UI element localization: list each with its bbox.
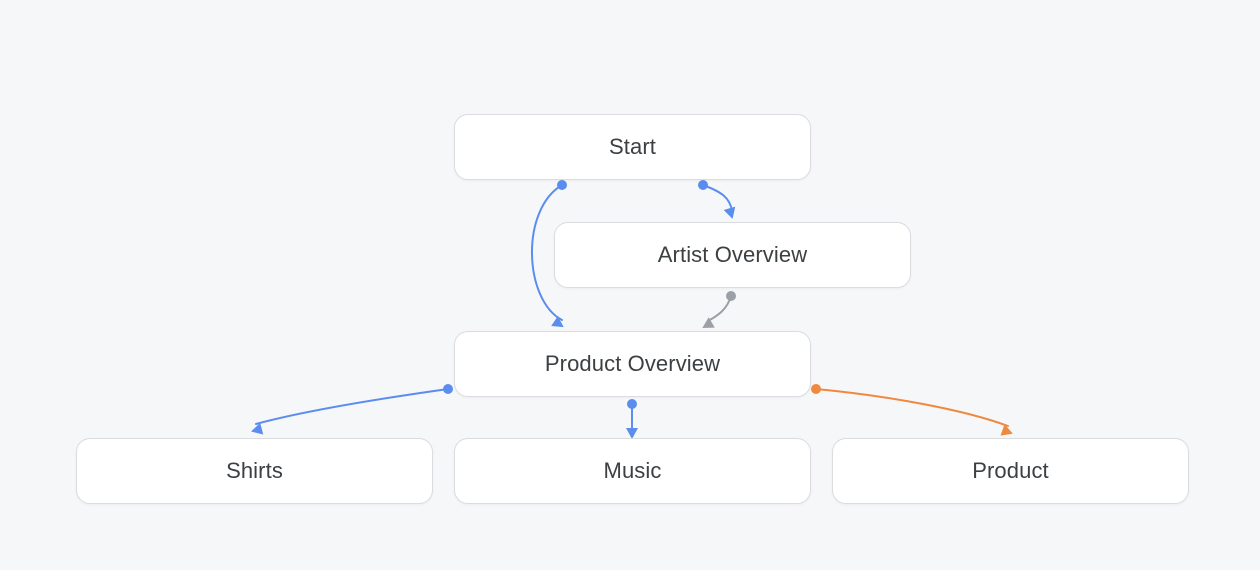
- edge-path-artist-overview-to-product-overview: [707, 295, 732, 322]
- edge-arrowhead-product-overview-to-shirts: [251, 422, 264, 435]
- edge-source-dot-product-overview-to-music[interactable]: [627, 399, 637, 409]
- node-product-label: Product: [972, 458, 1049, 483]
- edge-source-dot-start-to-product-overview[interactable]: [557, 180, 567, 190]
- node-artist-overview[interactable]: Artist Overview: [554, 222, 911, 288]
- edge-path-start-to-artist-overview: [702, 184, 733, 212]
- node-product[interactable]: Product: [832, 438, 1189, 504]
- node-music-label: Music: [603, 458, 662, 483]
- node-start[interactable]: Start: [454, 114, 811, 180]
- edge-source-dot-artist-overview-to-product-overview[interactable]: [726, 291, 736, 301]
- node-product-overview-label: Product Overview: [544, 351, 721, 376]
- node-product-overview[interactable]: Product Overview: [454, 331, 811, 397]
- node-shirts-label: Shirts: [226, 458, 283, 483]
- edge-source-dot-product-overview-to-product[interactable]: [811, 384, 821, 394]
- edge-source-dot-start-to-artist-overview[interactable]: [698, 180, 708, 190]
- edge-path-product-overview-to-product: [815, 388, 1009, 427]
- edge-arrowhead-start-to-artist-overview: [723, 206, 736, 219]
- edge-arrowhead-start-to-product-overview: [551, 315, 564, 328]
- edge-source-dot-product-overview-to-shirts[interactable]: [443, 384, 453, 394]
- node-shirts[interactable]: Shirts: [76, 438, 433, 504]
- node-artist-overview-label: Artist Overview: [657, 242, 808, 267]
- node-start-label: Start: [609, 134, 656, 159]
- edge-path-product-overview-to-shirts: [255, 388, 449, 425]
- node-music[interactable]: Music: [454, 438, 811, 504]
